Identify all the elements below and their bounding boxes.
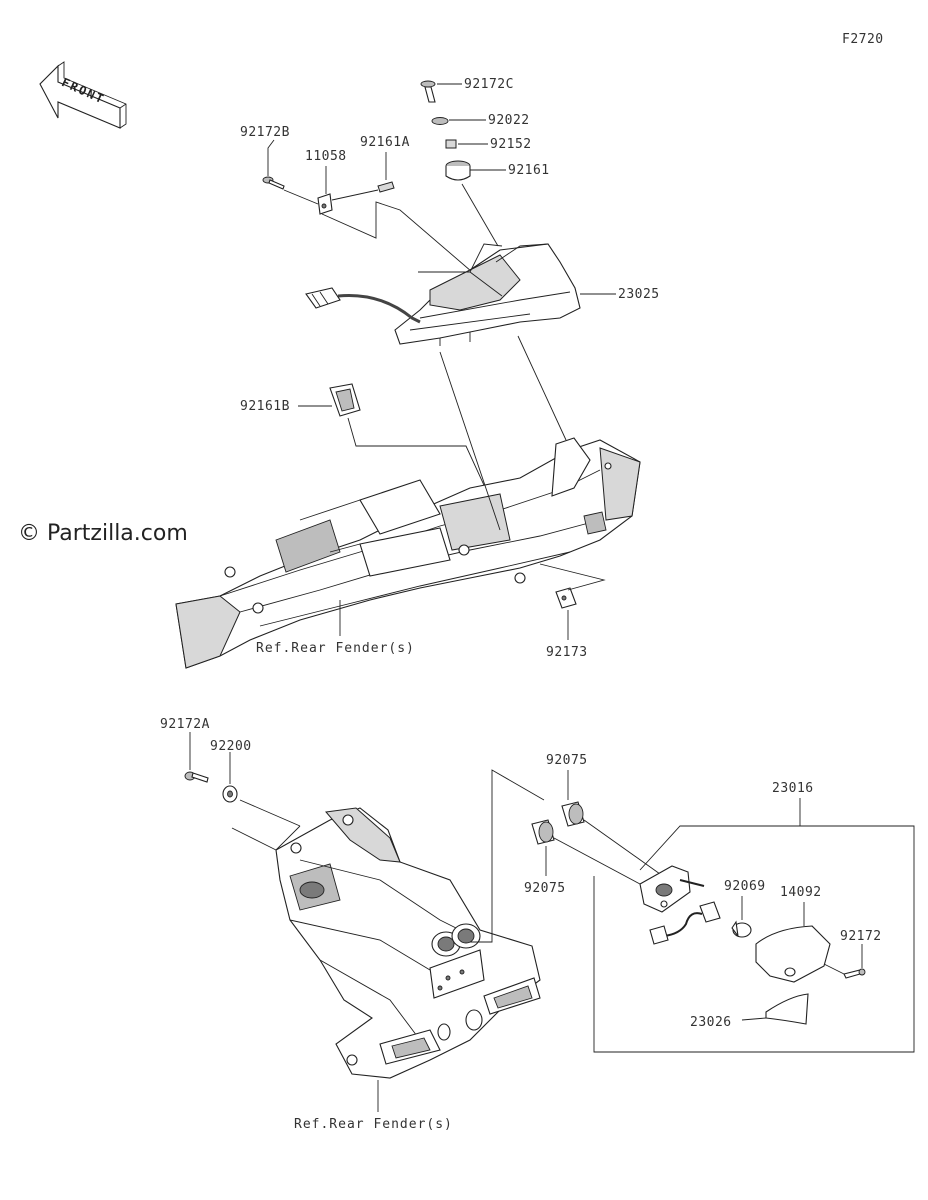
part-92161-grommet[interactable]	[445, 160, 471, 181]
label-92075-top: 92075	[546, 753, 588, 768]
label-92161B: 92161B	[240, 399, 290, 414]
label-92172C: 92172C	[464, 77, 514, 92]
part-92172-screw[interactable]	[843, 968, 866, 979]
part-92075-top-grommet[interactable]	[561, 801, 585, 827]
part-92161A-rubber[interactable]	[377, 181, 395, 193]
part-license-lamp-housing[interactable]	[639, 865, 705, 913]
label-92152: 92152	[490, 137, 532, 152]
label-92161A: 92161A	[360, 135, 410, 150]
part-23025-cover[interactable]	[305, 243, 581, 346]
part-92172A-bolt[interactable]	[184, 771, 209, 783]
label-92200: 92200	[210, 739, 252, 754]
label-92161: 92161	[508, 163, 550, 178]
part-92173-nut[interactable]	[555, 587, 577, 609]
label-23016: 23016	[772, 781, 814, 796]
watermark: © Partzilla.com	[18, 521, 188, 546]
part-92022-washer[interactable]	[431, 117, 449, 125]
part-92172B-screw[interactable]	[262, 176, 285, 190]
rear-fender-upper	[175, 437, 641, 669]
label-23026: 23026	[690, 1015, 732, 1030]
ref-rear-fender-lower: Ref.Rear Fender(s)	[294, 1117, 453, 1132]
figure-code: F2720	[842, 32, 884, 47]
part-23026-lens[interactable]	[765, 993, 809, 1025]
part-11058-bracket[interactable]	[317, 193, 333, 215]
label-92172B: 92172B	[240, 125, 290, 140]
label-92173: 92173	[546, 645, 588, 660]
front-arrow-icon: FRONT	[39, 61, 127, 129]
part-14092-lens-cover[interactable]	[755, 925, 831, 983]
license-plate-bracket	[275, 807, 541, 1079]
label-11058: 11058	[305, 149, 347, 164]
label-14092: 14092	[780, 885, 822, 900]
label-92172A: 92172A	[160, 717, 210, 732]
part-92152-collar[interactable]	[445, 139, 457, 149]
label-92069: 92069	[724, 879, 766, 894]
label-92075-bottom: 92075	[524, 881, 566, 896]
label-23025: 23025	[618, 287, 660, 302]
part-92161B-clip[interactable]	[329, 383, 361, 417]
part-92069-bulb[interactable]	[731, 920, 752, 938]
ref-rear-fender-upper: Ref.Rear Fender(s)	[256, 641, 415, 656]
label-92172: 92172	[840, 929, 882, 944]
part-92172C-bolt[interactable]	[420, 80, 436, 103]
part-92200-washer[interactable]	[222, 785, 238, 803]
label-92022: 92022	[488, 113, 530, 128]
part-bulb-socket[interactable]	[649, 901, 721, 945]
part-92075-bottom-grommet[interactable]	[531, 819, 555, 845]
